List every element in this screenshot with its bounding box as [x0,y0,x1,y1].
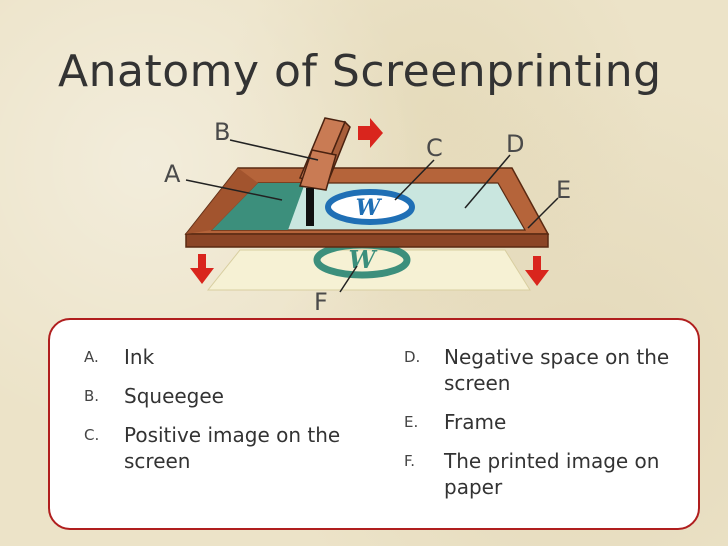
label-d: D [506,130,524,158]
paper [206,249,531,291]
legend-text: Ink [124,345,155,369]
svg-text:W: W [349,245,378,274]
legend-text: Frame [444,410,507,434]
legend-item: A. Ink [84,344,374,370]
legend-letter: A. [84,348,99,366]
page-title: Anatomy of Screenprinting [58,46,662,97]
label-b: B [214,118,230,146]
legend-letter: D. [404,348,421,366]
positive-image: W [325,189,415,225]
label-c: C [426,134,443,162]
legend-text: Negative space on the screen [444,345,670,395]
legend-letter: B. [84,387,100,405]
ink-area [212,183,305,230]
legend-item: E. Frame [404,409,694,435]
right-arrow-icon [358,118,383,148]
label-f: F [314,288,328,316]
down-arrow-icon [525,256,549,286]
legend-box: A. Ink B. Squeegee C. Positive image on … [48,318,700,530]
svg-text:W: W [356,195,383,221]
legend-letter: C. [84,426,100,444]
screenprinting-diagram: W W A [164,117,571,316]
legend-item: D. Negative space on the screen [404,344,694,396]
legend-text: The printed image on paper [444,449,660,499]
legend-text: Positive image on the screen [124,423,341,473]
legend-item: C. Positive image on the screen [84,422,374,474]
legend-column-right: D. Negative space on the screen E. Frame… [404,344,694,513]
label-e: E [556,176,571,204]
legend-letter: F. [404,452,415,470]
squeegee [298,117,351,226]
legend-item: F. The printed image on paper [404,448,694,500]
legend-item: B. Squeegee [84,383,374,409]
legend-column-left: A. Ink B. Squeegee C. Positive image on … [84,344,374,487]
legend-text: Squeegee [124,384,224,408]
legend-letter: E. [404,413,419,431]
label-a: A [164,160,181,188]
down-arrow-icon [190,254,214,284]
